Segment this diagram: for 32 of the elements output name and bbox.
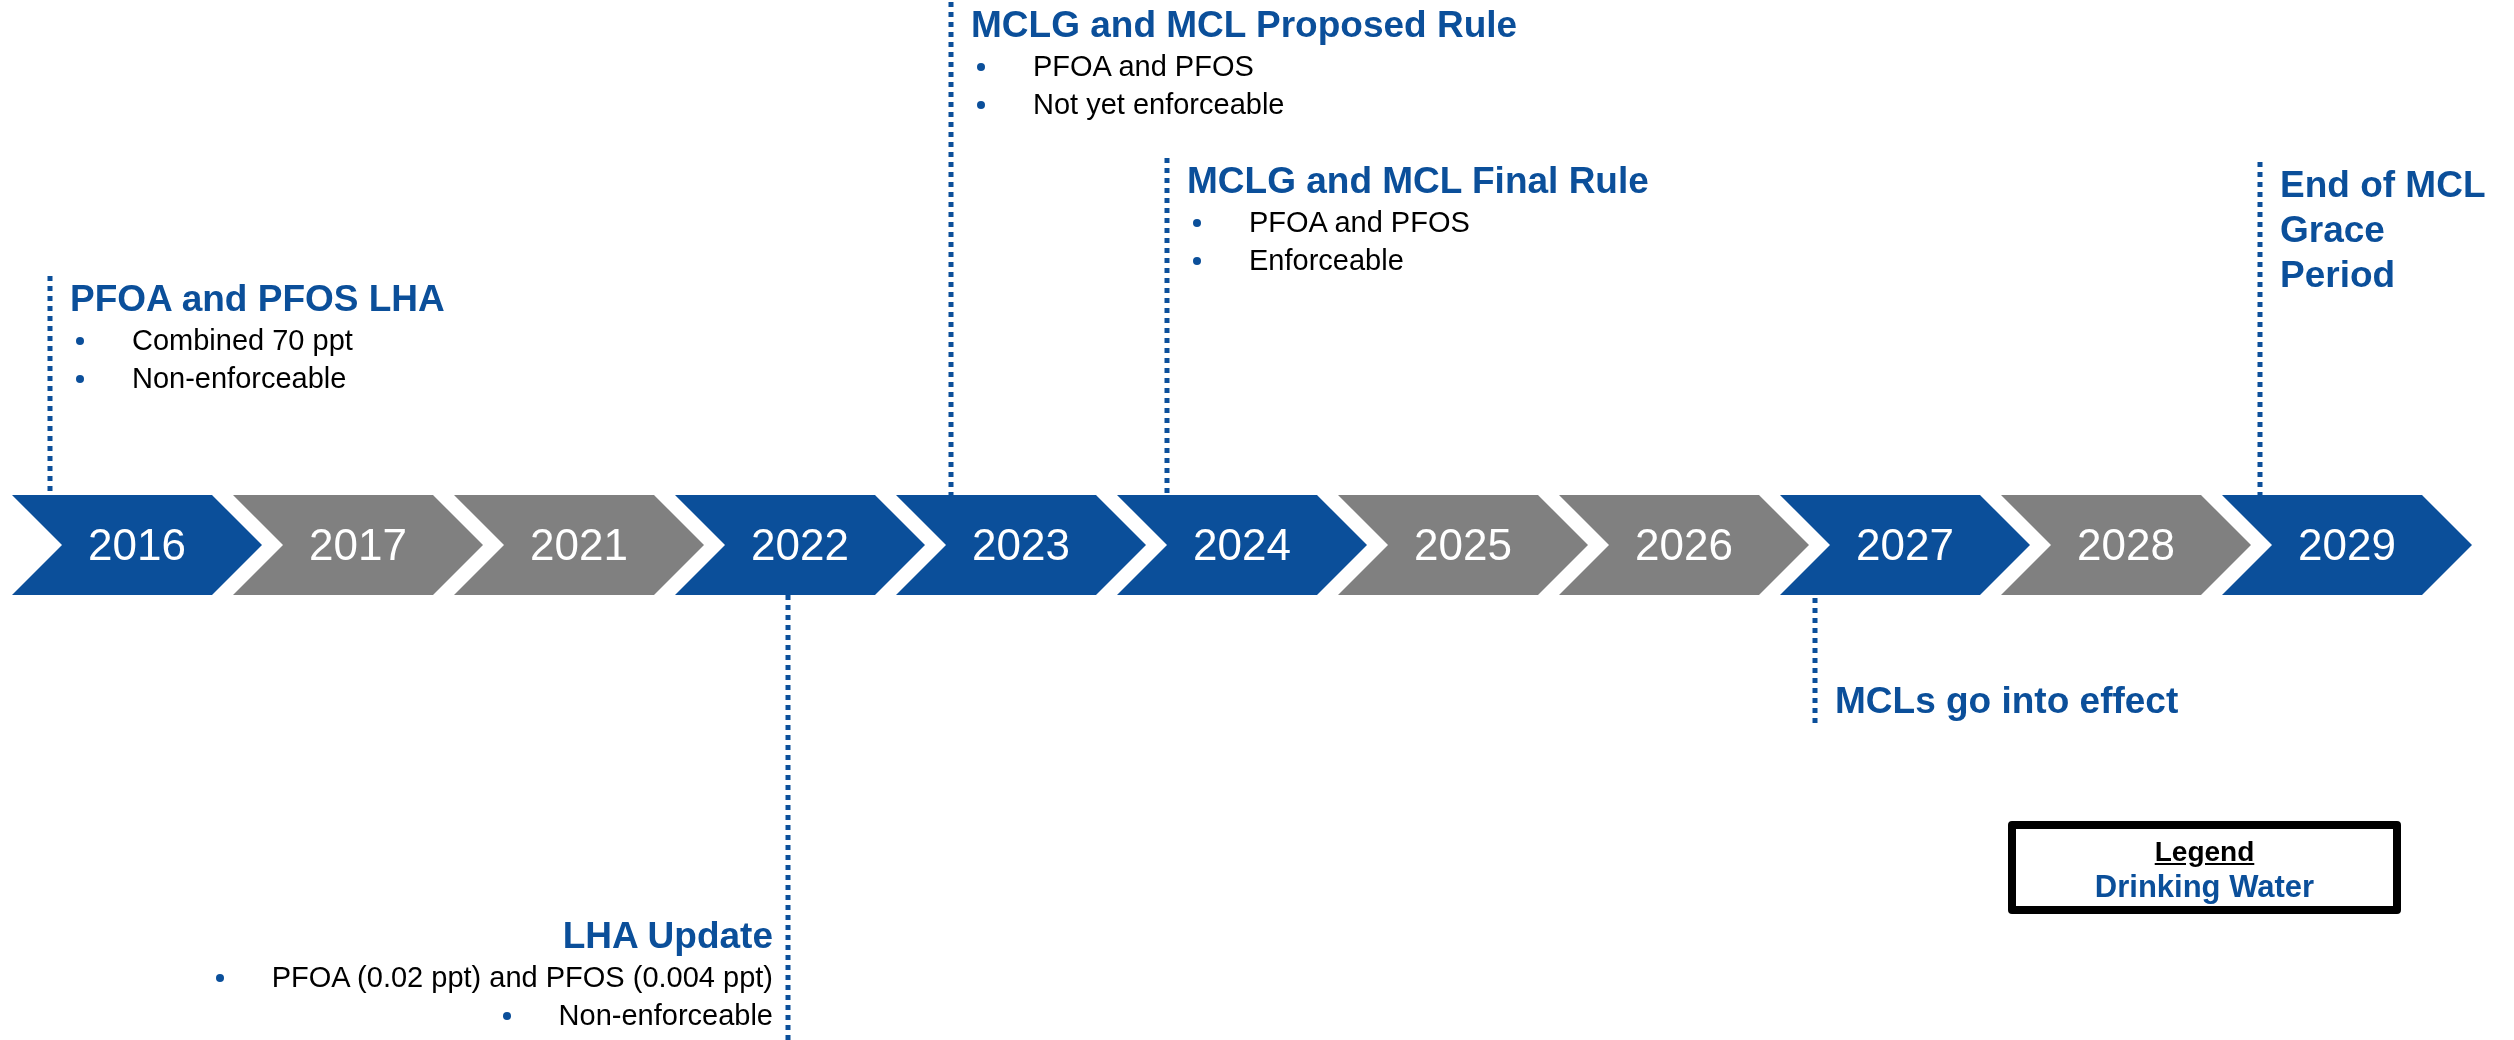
bullet-item: Not yet enforceable	[971, 85, 1541, 123]
timeline-year-block: 2028	[2001, 495, 2251, 595]
event-heading: MCLs go into effect	[1835, 679, 2180, 723]
bullet-item: Enforceable	[1187, 241, 1757, 279]
timeline-year-block: 2016	[12, 495, 262, 595]
timeline-year-block: 2029	[2222, 495, 2472, 595]
dotted-connector	[1164, 158, 1170, 495]
bullet-item: Non-enforceable	[70, 359, 600, 397]
timeline-year-block: 2017	[233, 495, 483, 595]
bullet-item: PFOA (0.02 ppt) and PFOS (0.004 ppt)	[209, 958, 773, 996]
event-heading: PFOA and PFOS LHA	[70, 277, 446, 321]
dotted-connector	[2257, 162, 2263, 495]
timeline-year-block: 2027	[1780, 495, 2030, 595]
timeline-year-block: 2021	[454, 495, 704, 595]
bullet-item: PFOA and PFOS	[1187, 203, 1757, 241]
legend-entry: Drinking Water	[2094, 869, 2315, 905]
dotted-connector	[785, 595, 791, 1040]
event-heading: LHA Update	[561, 914, 773, 958]
timeline-year-block: 2026	[1559, 495, 1809, 595]
bullet-item: Non-enforceable	[496, 996, 773, 1034]
event-heading: MCLG and MCL Final Rule	[1187, 159, 1650, 203]
legend-title: Legend	[2154, 835, 2255, 869]
dotted-connector	[948, 2, 954, 495]
timeline-year-block: 2022	[675, 495, 925, 595]
timeline-year-block: 2023	[896, 495, 1146, 595]
bullet-item: Combined 70 ppt	[70, 321, 600, 359]
bullet-item: PFOA and PFOS	[971, 47, 1541, 85]
timeline-year-block: 2024	[1117, 495, 1367, 595]
event-heading: MCLG and MCL Proposed Rule	[971, 3, 1519, 47]
timeline-year-block: 2025	[1338, 495, 1588, 595]
event-heading: End of MCL Grace Period	[2280, 163, 2486, 297]
dotted-connector	[1812, 595, 1818, 723]
